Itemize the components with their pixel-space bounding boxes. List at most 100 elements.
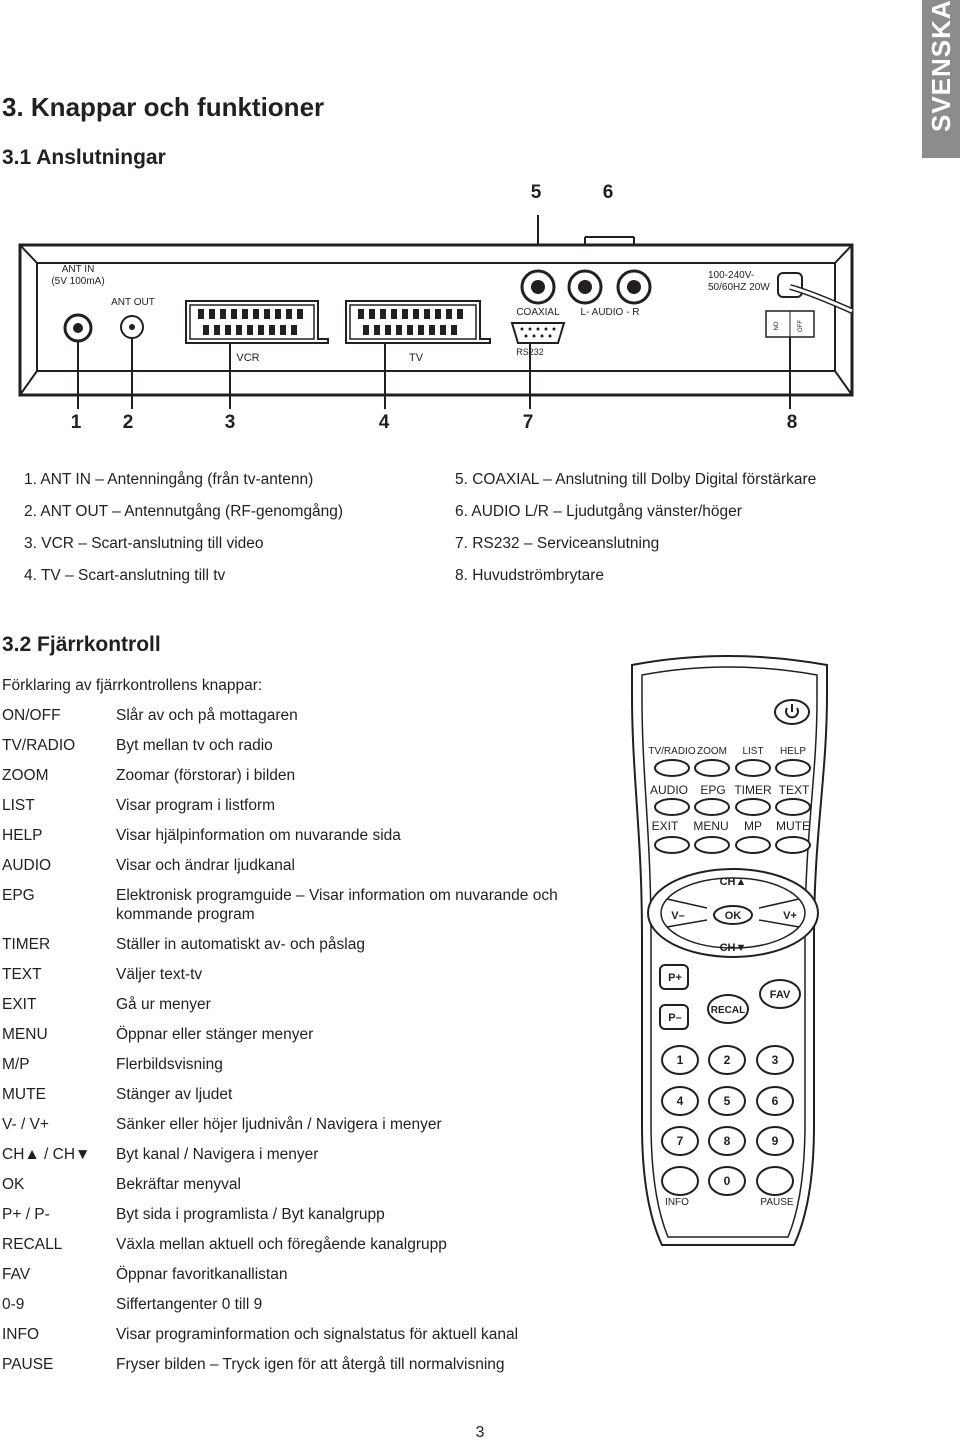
digit-3-button (756, 1045, 794, 1075)
audio-l-jack (567, 269, 603, 305)
text-button (775, 798, 811, 816)
key-desc: Visar hjälpinformation om nuvarande sida (116, 827, 401, 844)
remote-label-mp: MP (744, 819, 762, 833)
connection-item: 5. COAXIAL – Anslutning till Dolby Digit… (455, 471, 817, 488)
section-heading: 3. Knappar och funktioner (2, 92, 325, 122)
callout-2: 2 (122, 412, 134, 433)
digit-2-button (708, 1045, 746, 1075)
audio-r-jack (616, 269, 652, 305)
callout-8: 8 (786, 412, 798, 433)
key-desc: Stänger av ljudet (116, 1086, 233, 1103)
connection-item: 4. TV – Scart-anslutning till tv (24, 567, 226, 584)
remote-label-recall: RECAL (711, 1005, 745, 1016)
remote-intro: Förklaring av fjärrkontrollens knappar: (2, 677, 263, 694)
connection-list-left: 1. ANT IN – Antenningång (från tv-antenn… (24, 470, 343, 598)
menu-button (694, 836, 730, 854)
epg-button (694, 798, 730, 816)
tv-scart-connector (345, 300, 491, 344)
remote-label-digit: 1 (677, 1053, 684, 1067)
key-name: PAUSE (2, 1356, 54, 1373)
ok-button (713, 905, 753, 925)
remote-label-digit: 8 (724, 1134, 731, 1148)
key-name: LIST (2, 797, 35, 814)
key-name: 0-9 (2, 1296, 25, 1313)
connection-item: 2. ANT OUT – Antennutgång (RF-genomgång) (24, 503, 344, 520)
remote-label-timer: TIMER (734, 783, 772, 797)
key-name: ON/OFF (2, 707, 61, 724)
remote-label-list: LIST (742, 746, 763, 757)
recall-button (707, 994, 749, 1024)
key-desc: Väljer text-tv (116, 966, 203, 983)
remote-control-diagram: TV/RADIO ZOOM LIST HELP AUDIO EPG TIMER … (631, 655, 828, 1246)
remote-label-menu: MENU (693, 819, 728, 833)
key-desc: Slår av och på mottagaren (116, 707, 298, 724)
key-desc: Visar och ändrar ljudkanal (116, 857, 295, 874)
subsection-heading-remote: 3.2 Fjärrkontroll (2, 633, 161, 656)
remote-label-text: TEXT (779, 783, 810, 797)
key-desc: Bekräftar menyval (116, 1176, 241, 1193)
key-desc: Zoomar (förstorar) i bilden (116, 767, 296, 784)
key-name: RECALL (2, 1236, 63, 1253)
zoom-button (694, 759, 730, 777)
callout-6: 6 (602, 182, 614, 203)
key-desc: Visar programinformation och signalstatu… (116, 1326, 519, 1343)
digit-7-button (661, 1126, 699, 1156)
remote-label-digit: 6 (772, 1094, 779, 1108)
remote-label-digit: 3 (772, 1053, 779, 1067)
key-name: OK (2, 1176, 25, 1193)
power-button (774, 699, 810, 725)
remote-label-p-minus: P– (668, 1012, 681, 1024)
coaxial-jack (520, 269, 556, 305)
key-desc: Öppnar eller stänger menyer (116, 1026, 314, 1043)
remote-label-help: HELP (780, 746, 806, 757)
key-name: INFO (2, 1326, 40, 1343)
key-name: TIMER (2, 936, 51, 953)
digit-5-button (708, 1086, 746, 1116)
remote-label-zoom: ZOOM (697, 746, 727, 757)
ant-in-label: ANT IN (62, 264, 95, 275)
remote-label-digit: 4 (677, 1094, 684, 1108)
p-plus-button (659, 964, 689, 990)
digit-4-button (661, 1086, 699, 1116)
vcr-label: VCR (236, 352, 259, 364)
remote-label-exit: EXIT (652, 819, 679, 833)
key-name: MENU (2, 1026, 48, 1043)
timer-button (735, 798, 771, 816)
digit-8-button (708, 1126, 746, 1156)
connection-item: 3. VCR – Scart-anslutning till video (24, 535, 264, 552)
key-name: AUDIO (2, 857, 52, 874)
mp-button (735, 836, 771, 854)
exit-button (654, 836, 690, 854)
digit-9-button (756, 1126, 794, 1156)
connection-item: 6. AUDIO L/R – Ljudutgång vänster/höger (455, 503, 742, 520)
remote-label-p-plus: P+ (668, 972, 682, 984)
key-desc: Fryser bilden – Tryck igen för att återg… (116, 1356, 505, 1373)
key-name: EXIT (2, 996, 37, 1013)
fav-button (759, 979, 801, 1009)
navigation-pad (647, 868, 819, 958)
key-name: MUTE (2, 1086, 46, 1103)
remote-label-digit: 7 (677, 1134, 684, 1148)
key-desc: Växla mellan aktuell och föregående kana… (116, 1236, 447, 1253)
audio-label: L- AUDIO - R (581, 307, 640, 318)
callout-1: 1 (70, 412, 82, 433)
audio-button (654, 798, 690, 816)
help-button (775, 759, 811, 777)
power-switch: NO OFF (765, 310, 815, 338)
key-desc: Byt kanal / Navigera i menyer (116, 1146, 319, 1163)
pause-button (756, 1166, 794, 1196)
ant-in-spec: (5V 100mA) (51, 276, 104, 287)
remote-label-fav: FAV (770, 989, 791, 1001)
digit-6-button (756, 1086, 794, 1116)
remote-label-v-minus: V– (671, 910, 684, 922)
ant-out-label: ANT OUT (111, 297, 155, 308)
key-desc: Flerbildsvisning (116, 1056, 223, 1073)
key-name: FAV (2, 1266, 31, 1283)
language-tab-label: SVENSKA (926, 0, 956, 132)
key-name: TV/RADIO (2, 737, 76, 754)
callout-4: 4 (378, 412, 390, 433)
key-name: P+ / P- (2, 1206, 50, 1223)
connection-item: 1. ANT IN – Antenningång (från tv-antenn… (24, 471, 314, 488)
key-name: HELP (2, 827, 43, 844)
tv-label: TV (409, 352, 424, 364)
